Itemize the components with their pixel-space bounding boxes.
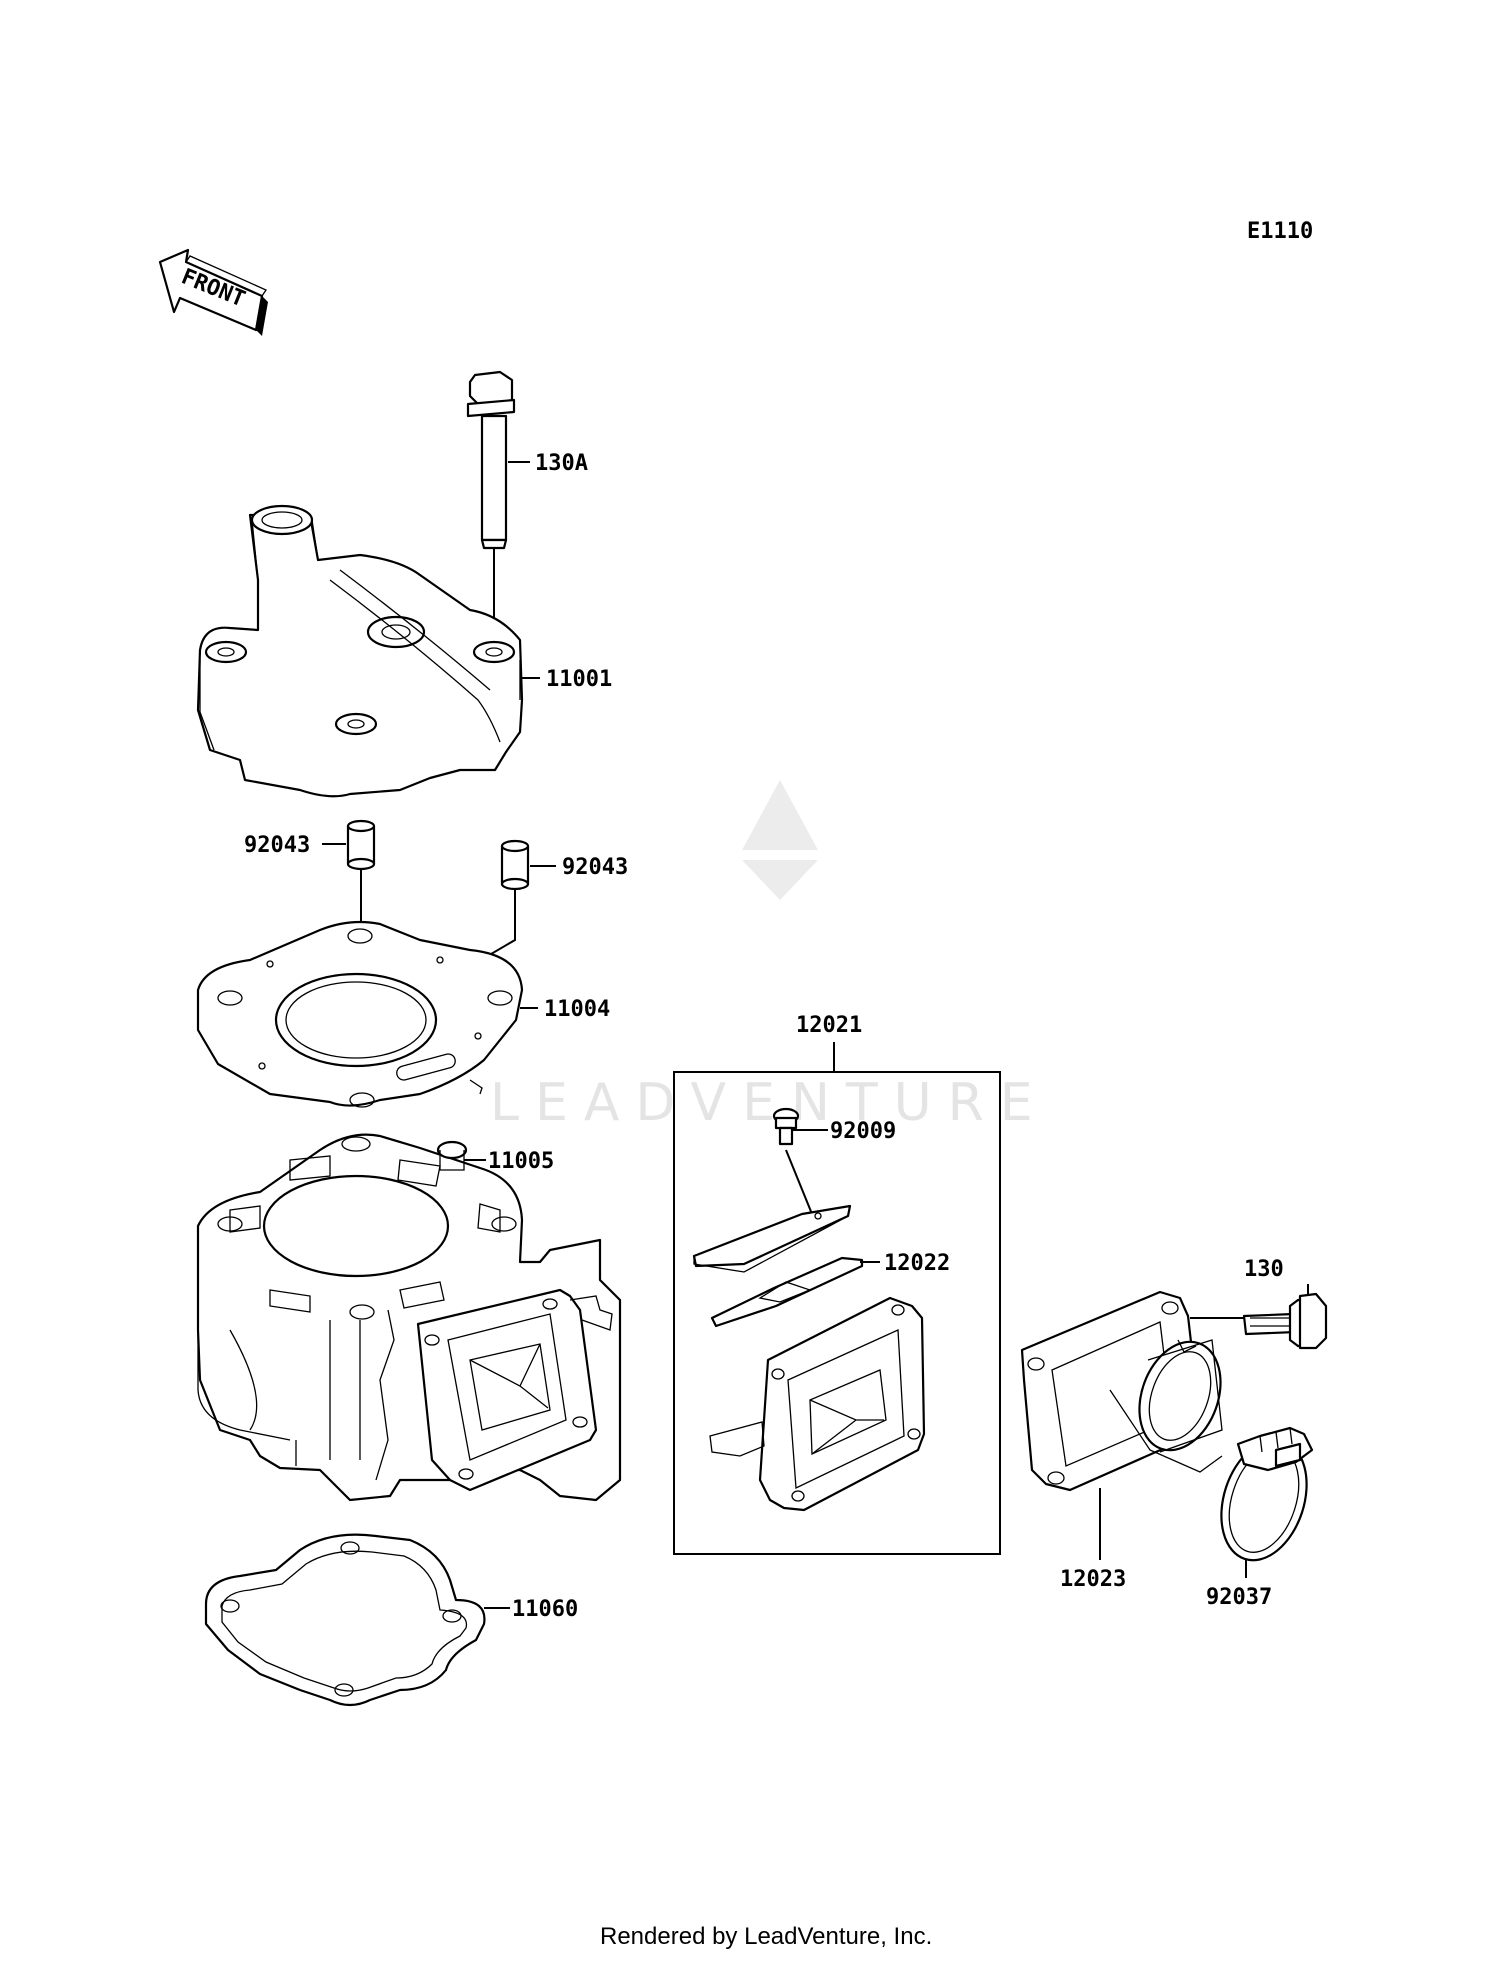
bolt-130a: 130A <box>466 370 588 650</box>
reed-valve-assembly-12021: 12021 92009 12022 <box>673 1013 1001 1555</box>
callout-92037: 92037 <box>1206 1585 1272 1610</box>
callout-130a: 130A <box>535 451 588 476</box>
callout-11005: 11005 <box>488 1149 554 1174</box>
reed-screw-92009: 92009 <box>772 1107 896 1215</box>
callout-11001: 11001 <box>546 667 612 692</box>
bolt-130: 130 <box>1190 1257 1328 1350</box>
cylinder-11005: 11005 <box>196 1133 622 1502</box>
callout-12022: 12022 <box>884 1251 950 1276</box>
front-arrow-icon: FRONT <box>158 248 268 336</box>
hose-clamp-92037: 92037 <box>1206 1426 1314 1610</box>
base-gasket-11060: 11060 <box>204 1533 578 1707</box>
callout-11060: 11060 <box>512 1597 578 1622</box>
callout-12021: 12021 <box>796 1013 862 1038</box>
callout-12023: 12023 <box>1060 1567 1126 1592</box>
callout-92043-left: 92043 <box>244 833 310 858</box>
callout-92009: 92009 <box>830 1119 896 1144</box>
intake-manifold-12023: 12023 <box>1020 1290 1223 1592</box>
callout-130: 130 <box>1244 1257 1284 1282</box>
dowel-pin-left: 92043 <box>244 819 376 930</box>
cylinder-head-11001: 11001 <box>196 504 612 798</box>
leadventure-watermark: LEADVENTURE <box>490 780 1049 1133</box>
head-gasket-11004: 11004 <box>196 920 610 1108</box>
callout-92043-right: 92043 <box>562 855 628 880</box>
callout-11004: 11004 <box>544 997 610 1022</box>
footer-credit: Rendered by LeadVenture, Inc. <box>600 1923 932 1950</box>
watermark-text: LEADVENTURE <box>490 1073 1049 1133</box>
reed-petal-12022: 12022 <box>710 1251 950 1328</box>
diagram-code: E1110 <box>1247 219 1313 244</box>
